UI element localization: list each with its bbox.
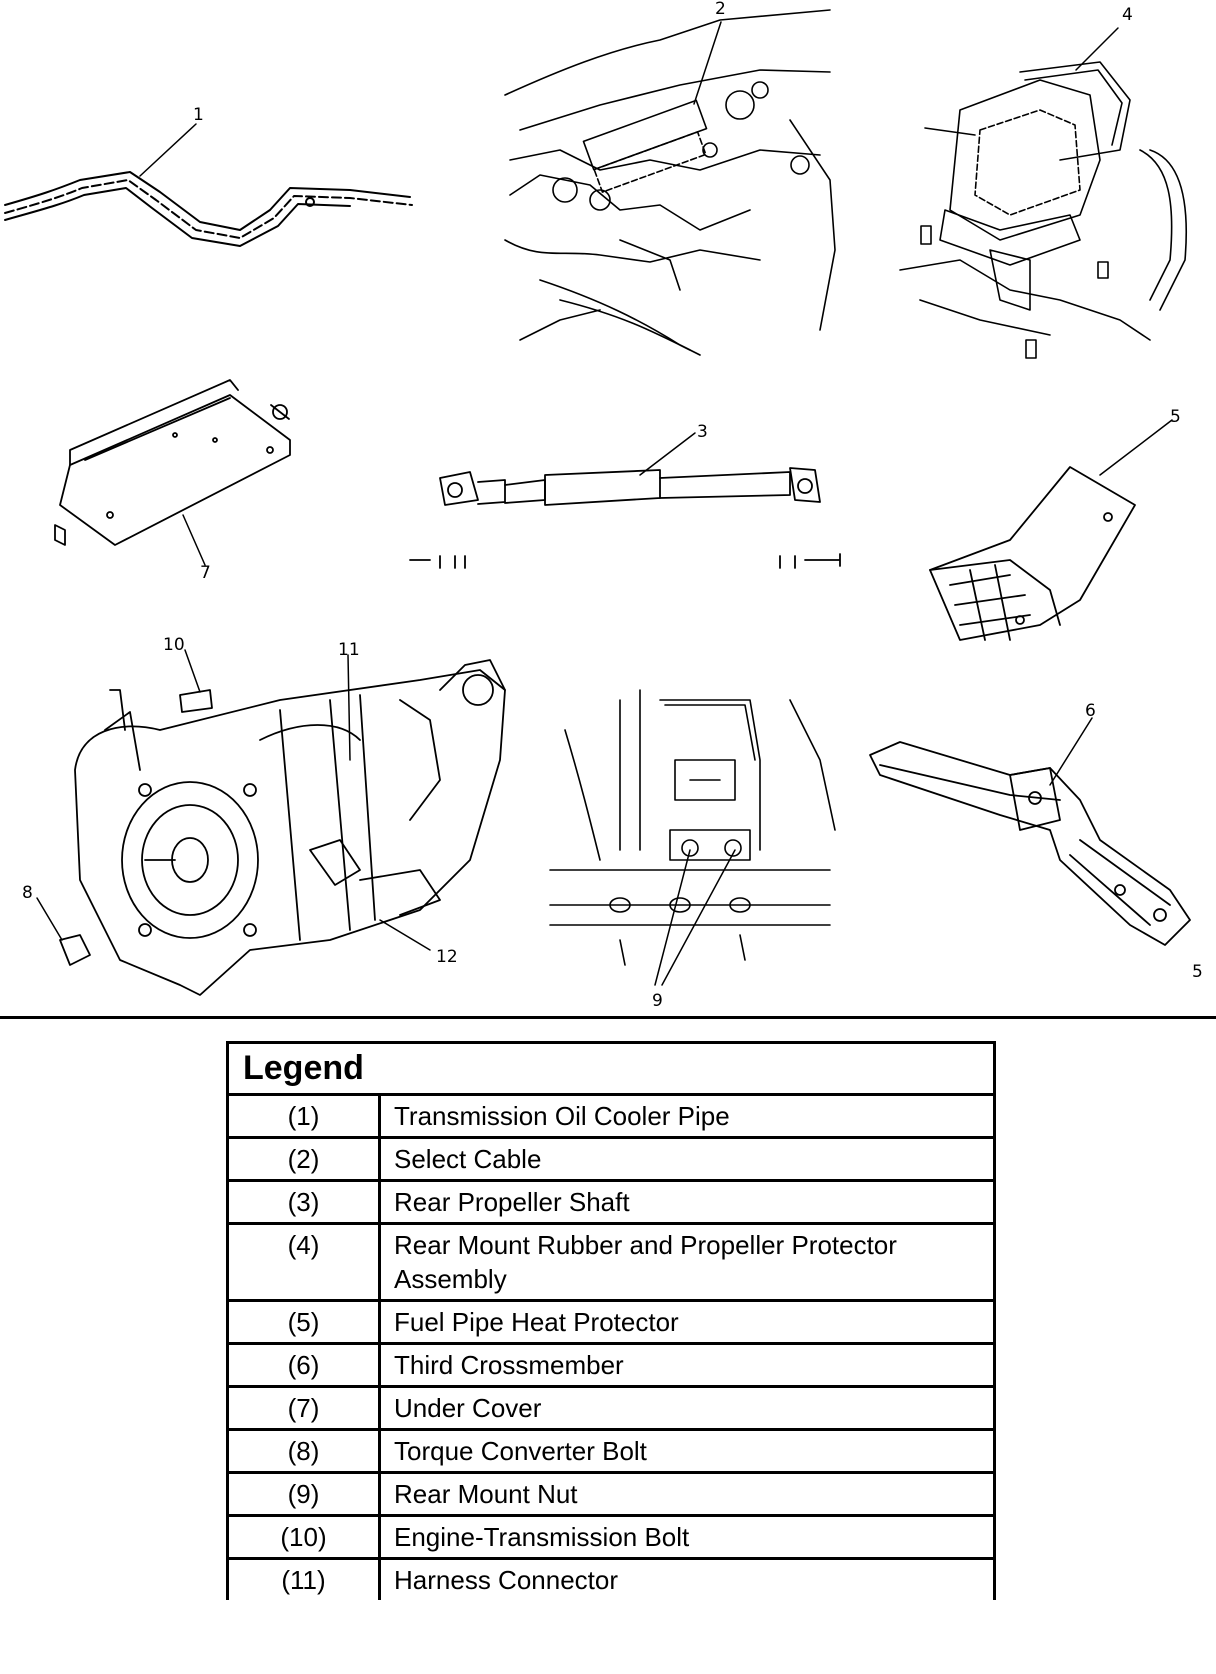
legend-row-number: (7) (229, 1386, 381, 1430)
oil-cooler-pipe-drawing (4, 171, 413, 247)
legend-row-number: (9) (229, 1472, 381, 1516)
propeller-shaft-drawing (409, 467, 841, 569)
callout-10: 10 (163, 635, 185, 655)
callout-6: 6 (1085, 701, 1096, 721)
legend-row-number: (10) (229, 1515, 381, 1559)
legend-row: (3) Rear Propeller Shaft (229, 1180, 993, 1224)
legend-row-number: (5) (229, 1300, 381, 1344)
under-cover-drawing (54, 379, 291, 546)
legend-row: (1) Transmission Oil Cooler Pipe (229, 1096, 993, 1138)
transmission-drawing (59, 659, 506, 996)
legend-row: (6) Third Crossmember (229, 1343, 993, 1387)
legend-row-description: Rear Propeller Shaft (394, 1187, 630, 1217)
legend-row-number: (3) (229, 1180, 381, 1224)
legend-rows: (1) Transmission Oil Cooler Pipe (2) Sel… (229, 1096, 993, 1600)
legend-row: (11) Harness Connector (229, 1558, 993, 1600)
callout-11: 11 (338, 640, 360, 660)
legend-table: Legend (1) Transmission Oil Cooler Pipe … (226, 1041, 996, 1600)
callout-5-lower: 5 (1192, 962, 1203, 982)
legend-row-number: (8) (229, 1429, 381, 1473)
callout-9: 9 (652, 991, 663, 1010)
legend-row-number: (1) (229, 1096, 381, 1138)
legend-row: (10) Engine-Transmission Bolt (229, 1515, 993, 1559)
legend-row-description: Fuel Pipe Heat Protector (394, 1307, 679, 1337)
legend-row: (7) Under Cover (229, 1386, 993, 1430)
legend-row-number: (2) (229, 1137, 381, 1181)
legend-row-description: Rear Mount Rubber and Propeller Protecto… (394, 1230, 897, 1294)
legend-row: (9) Rear Mount Nut (229, 1472, 993, 1516)
rear-mount-assembly-drawing (899, 61, 1188, 359)
section-divider (0, 1016, 1216, 1019)
legend-row-number: (4) (229, 1223, 381, 1301)
legend-row-number: (11) (229, 1558, 381, 1600)
rear-mount-nut-drawing (549, 689, 836, 966)
third-crossmember-drawing (869, 741, 1191, 946)
legend-row-number: (6) (229, 1343, 381, 1387)
legend-row-description: Under Cover (394, 1393, 542, 1423)
callout-4: 4 (1122, 5, 1133, 25)
legend-row-description: Select Cable (394, 1144, 542, 1174)
callout-7: 7 (200, 563, 211, 583)
callout-2: 2 (715, 0, 726, 19)
legend-row-description: Transmission Oil Cooler Pipe (394, 1101, 730, 1131)
callout-5-upper: 5 (1170, 407, 1181, 427)
exploded-parts-diagram: 1 2 4 7 3 5 10 11 8 12 9 6 5 (4, 0, 1203, 1010)
legend-row: (2) Select Cable (229, 1137, 993, 1181)
legend-row: (5) Fuel Pipe Heat Protector (229, 1300, 993, 1344)
legend-title: Legend (229, 1044, 993, 1096)
legend-row-description: Third Crossmember (394, 1350, 624, 1380)
legend-row-description: Engine-Transmission Bolt (394, 1522, 690, 1552)
legend-row-description: Torque Converter Bolt (394, 1436, 647, 1466)
legend-row-description: Rear Mount Nut (394, 1479, 578, 1509)
callout-3: 3 (697, 422, 708, 442)
callout-1: 1 (193, 105, 204, 125)
legend-row: (4) Rear Mount Rubber and Propeller Prot… (229, 1223, 993, 1301)
heat-protector-drawing (929, 466, 1136, 641)
legend-row: (8) Torque Converter Bolt (229, 1429, 993, 1473)
callout-8: 8 (22, 883, 33, 903)
callout-12: 12 (436, 947, 458, 967)
legend-row-description: Harness Connector (394, 1565, 618, 1595)
select-cable-drawing (504, 9, 836, 356)
